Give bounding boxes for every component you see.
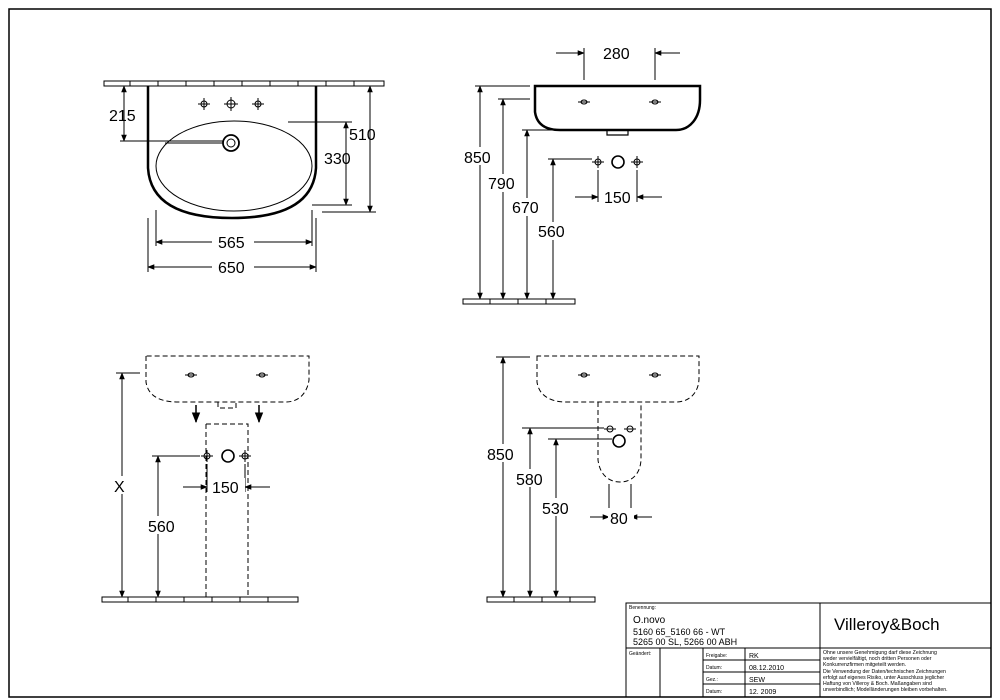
basin-holes bbox=[185, 372, 268, 378]
basin-side-outline bbox=[533, 84, 702, 132]
dim-label-560-top: 560 bbox=[538, 224, 565, 241]
basin-side-hidden bbox=[536, 355, 700, 403]
drain-inner bbox=[226, 138, 236, 148]
dim-label-560-lower: 560 bbox=[148, 519, 175, 536]
product-codes-2: 5265 00 SL, 5266 00 ABH bbox=[633, 637, 737, 647]
floor-hatch-lower bbox=[101, 596, 299, 603]
product-codes-1: 5160 65_5160 66 - WT bbox=[633, 627, 726, 637]
notice-line-5: erfolgt auf eigenes Risiko, unter Aussch… bbox=[823, 675, 944, 681]
row-label-datum-1: Datum: bbox=[706, 665, 722, 671]
notice-line-7: unverbindlich; Modelländerungen bleiben … bbox=[823, 687, 948, 693]
label-geaendert: Geändert: bbox=[629, 651, 651, 657]
mounting-holes bbox=[578, 99, 661, 105]
view-side-semipedestal bbox=[486, 355, 700, 603]
title-block-text: Benennung: O.novo 5160 65_5160 66 - WT 5… bbox=[629, 605, 948, 696]
dim-label-x: X bbox=[114, 479, 125, 496]
supply-fittings-lower bbox=[201, 449, 251, 463]
dim-label-850-top: 850 bbox=[464, 150, 491, 167]
notice-line-6: Haftung von Villeroy & Boch. Maßangaben … bbox=[823, 681, 932, 687]
drain-outer bbox=[222, 134, 240, 152]
pedestal-hidden-outline bbox=[205, 402, 249, 599]
basin-side-holes bbox=[578, 372, 661, 378]
supply-fittings bbox=[592, 155, 643, 169]
row-value-gez: SEW bbox=[749, 677, 765, 684]
notice-line-1: Ohne unsere Genehmigung darf diese Zeich… bbox=[823, 650, 937, 656]
row-value-datum-2: 12. 2009 bbox=[749, 689, 776, 696]
dim-label-530: 530 bbox=[542, 501, 569, 518]
floor-hatch-lower-right bbox=[486, 596, 596, 603]
basin-outline bbox=[146, 86, 318, 220]
dim-label-280: 280 bbox=[603, 46, 630, 63]
view-front-labels: 215 330 510 565 650 bbox=[109, 108, 376, 277]
row-label-freigabe: Freigabe: bbox=[706, 653, 727, 659]
dim-label-650: 650 bbox=[218, 260, 245, 277]
dim-label-790: 790 bbox=[488, 176, 515, 193]
brand-logo: Villeroy&Boch bbox=[834, 615, 940, 634]
row-label-datum-2: Datum: bbox=[706, 689, 722, 695]
semipedestal-fittings bbox=[604, 425, 636, 448]
label-benennung: Benennung: bbox=[629, 605, 656, 611]
dim-label-510: 510 bbox=[349, 127, 376, 144]
view-pedestal-labels: X 560 150 bbox=[110, 476, 245, 536]
view-side-labels: 280 850 790 670 560 150 bbox=[462, 46, 631, 241]
dim-label-580: 580 bbox=[516, 472, 543, 489]
product-name: O.novo bbox=[633, 615, 666, 626]
dim-label-80: 80 bbox=[610, 511, 628, 528]
notice-line-4: Die Verwendung der Daten/technischen Zei… bbox=[823, 669, 946, 675]
floor-hatch bbox=[462, 298, 576, 305]
title-block bbox=[625, 602, 992, 698]
tap-holes bbox=[198, 97, 264, 111]
dim-label-150-lower: 150 bbox=[212, 480, 239, 497]
dim-label-215: 215 bbox=[109, 108, 136, 125]
dim-label-330: 330 bbox=[324, 151, 351, 168]
dim-label-850-lower: 850 bbox=[487, 447, 514, 464]
view-front-basin bbox=[103, 80, 385, 272]
row-value-freigabe: RK bbox=[749, 653, 759, 660]
view-side-basin bbox=[462, 48, 702, 305]
dim-label-565: 565 bbox=[218, 235, 245, 252]
dim-label-670: 670 bbox=[512, 200, 539, 217]
semipedestal-outline bbox=[597, 402, 642, 483]
view-semipedestal-labels: 850 580 530 80 bbox=[486, 444, 634, 528]
dim-label-150-top: 150 bbox=[604, 190, 631, 207]
notice-line-2: weder vervielfältigt, noch dritten Perso… bbox=[823, 656, 932, 662]
row-value-datum-1: 08.12.2010 bbox=[749, 665, 784, 672]
notice-line-3: Konkurrenzfirmen mitgeteilt werden. bbox=[823, 662, 906, 668]
wall-hatch bbox=[103, 80, 385, 87]
row-label-gez: Gez.: bbox=[706, 677, 718, 683]
basin-bowl bbox=[155, 120, 313, 212]
basin-hidden-outline bbox=[145, 355, 310, 403]
sheet-border bbox=[8, 8, 992, 698]
